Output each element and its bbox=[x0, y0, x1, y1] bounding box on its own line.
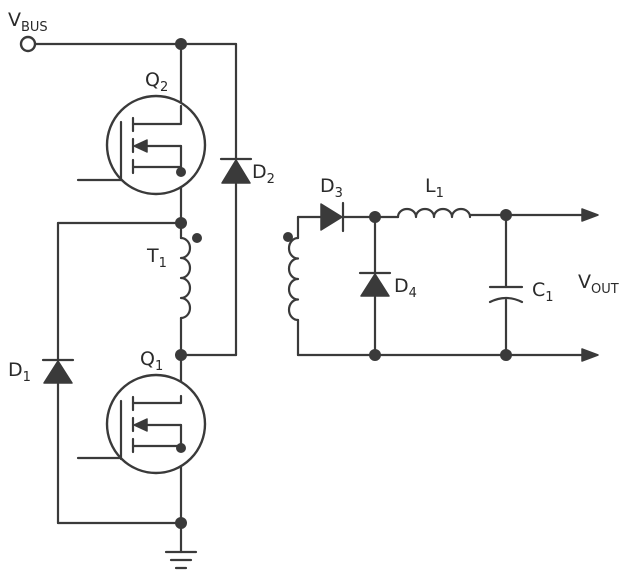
t1-secondary-dot bbox=[283, 232, 293, 242]
mosfet-q2 bbox=[105, 94, 207, 196]
q2-body-arrow bbox=[133, 139, 148, 153]
t1-primary-dot bbox=[192, 233, 202, 243]
diode-d3 bbox=[320, 201, 345, 233]
label-c1: C1 bbox=[532, 279, 554, 305]
inductor-l1 bbox=[396, 207, 472, 219]
label-d3: D3 bbox=[320, 175, 343, 201]
q1-body-arrow bbox=[133, 418, 148, 432]
diode-d4 bbox=[358, 271, 392, 297]
transformer-t1-primary bbox=[179, 233, 202, 320]
label-vbus: VBUS bbox=[8, 9, 48, 35]
label-vout: VOUT bbox=[578, 271, 619, 297]
label-d1: D1 bbox=[8, 359, 31, 385]
vbus-terminal bbox=[19, 35, 37, 53]
ground-symbol bbox=[164, 550, 198, 570]
label-q1: Q1 bbox=[140, 348, 163, 374]
label-l1: L1 bbox=[425, 175, 444, 201]
vout-bottom-arrow bbox=[581, 348, 599, 362]
label-d2: D2 bbox=[252, 161, 275, 187]
vout-top-arrow bbox=[581, 208, 599, 222]
capacitor-c1 bbox=[488, 285, 524, 304]
transformer-t1-secondary bbox=[283, 232, 300, 322]
mosfet-q1 bbox=[105, 373, 207, 475]
label-d4: D4 bbox=[394, 275, 417, 301]
label-t1: T1 bbox=[146, 245, 167, 271]
diode-d2 bbox=[219, 157, 253, 184]
label-q2: Q2 bbox=[145, 69, 168, 95]
junction-dots bbox=[175, 38, 512, 529]
diode-d1 bbox=[41, 358, 75, 384]
